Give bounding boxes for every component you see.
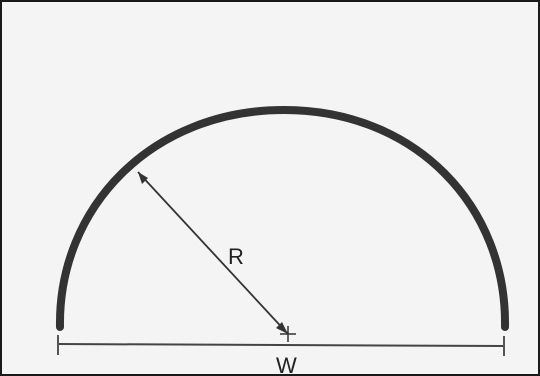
radius-arrowhead-arc [138, 172, 148, 184]
radius-label: R [228, 244, 244, 269]
radius-arrowhead-center [276, 322, 288, 334]
width-label: W [276, 353, 297, 376]
radius-line [137, 171, 289, 335]
width-dimension-line [57, 343, 505, 347]
semicircle-arc [55, 105, 510, 331]
